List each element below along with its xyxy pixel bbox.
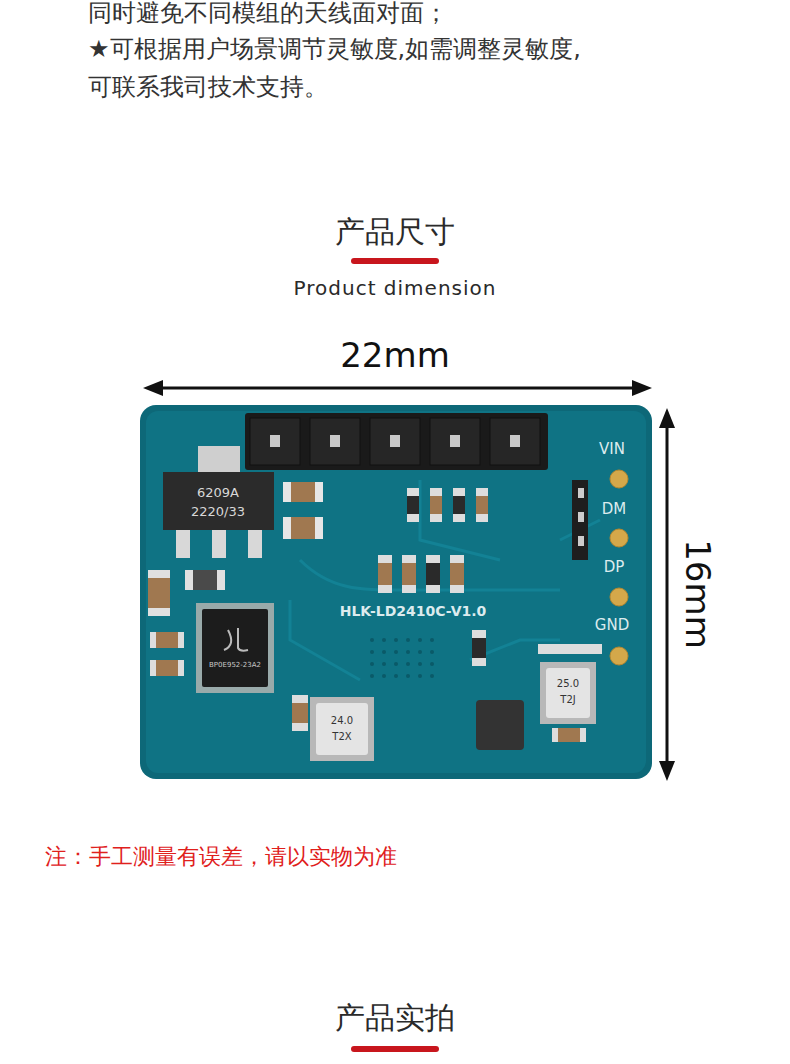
board-marking: HLK-LD2410C-V1.0 xyxy=(340,603,487,619)
smd-components xyxy=(148,480,602,742)
section-heading: 产品尺寸 xyxy=(335,215,455,250)
chip-marking: 6209A xyxy=(197,486,239,501)
crystal-marking: 24.0 xyxy=(331,715,353,727)
pin-header xyxy=(245,413,548,470)
dimension-label: 22mm xyxy=(340,336,450,375)
crystal-marking: T2X xyxy=(332,731,351,743)
dimension-arrow xyxy=(659,408,675,781)
chip-marking: BP0E952-23A2 xyxy=(209,661,261,669)
note-text: 注：手工测量有误差，请以实物为准 xyxy=(45,844,397,869)
description-text: ★可根据用户场景调节灵敏度,如需调整灵敏度, xyxy=(88,36,581,64)
inductor xyxy=(476,700,524,750)
description-text: 同时避免不同模组的天线面对面； xyxy=(88,0,448,28)
pin-label: VIN xyxy=(599,441,625,458)
dimension-label: 16mm xyxy=(677,539,716,649)
crystal xyxy=(310,697,374,761)
dimension-arrow xyxy=(143,380,652,396)
crystal-marking: 25.0 xyxy=(557,678,579,690)
pin-label: DP xyxy=(604,559,625,576)
radar-chip xyxy=(196,603,274,693)
description-text: 可联系我司技术支持。 xyxy=(88,74,328,102)
crystal-marking: T2J xyxy=(560,694,575,706)
pcb-board xyxy=(140,405,652,779)
section-heading: 产品实拍 xyxy=(335,1001,455,1036)
voltage-regulator xyxy=(163,446,274,558)
heading-bar xyxy=(351,258,439,264)
section-subheading: Product dimension xyxy=(294,277,497,300)
pin-label: GND xyxy=(595,617,629,634)
heading-bar xyxy=(351,1046,439,1052)
crystal xyxy=(540,662,596,724)
pin-label: DM xyxy=(602,501,627,518)
chip-marking: 2220/33 xyxy=(191,505,245,520)
